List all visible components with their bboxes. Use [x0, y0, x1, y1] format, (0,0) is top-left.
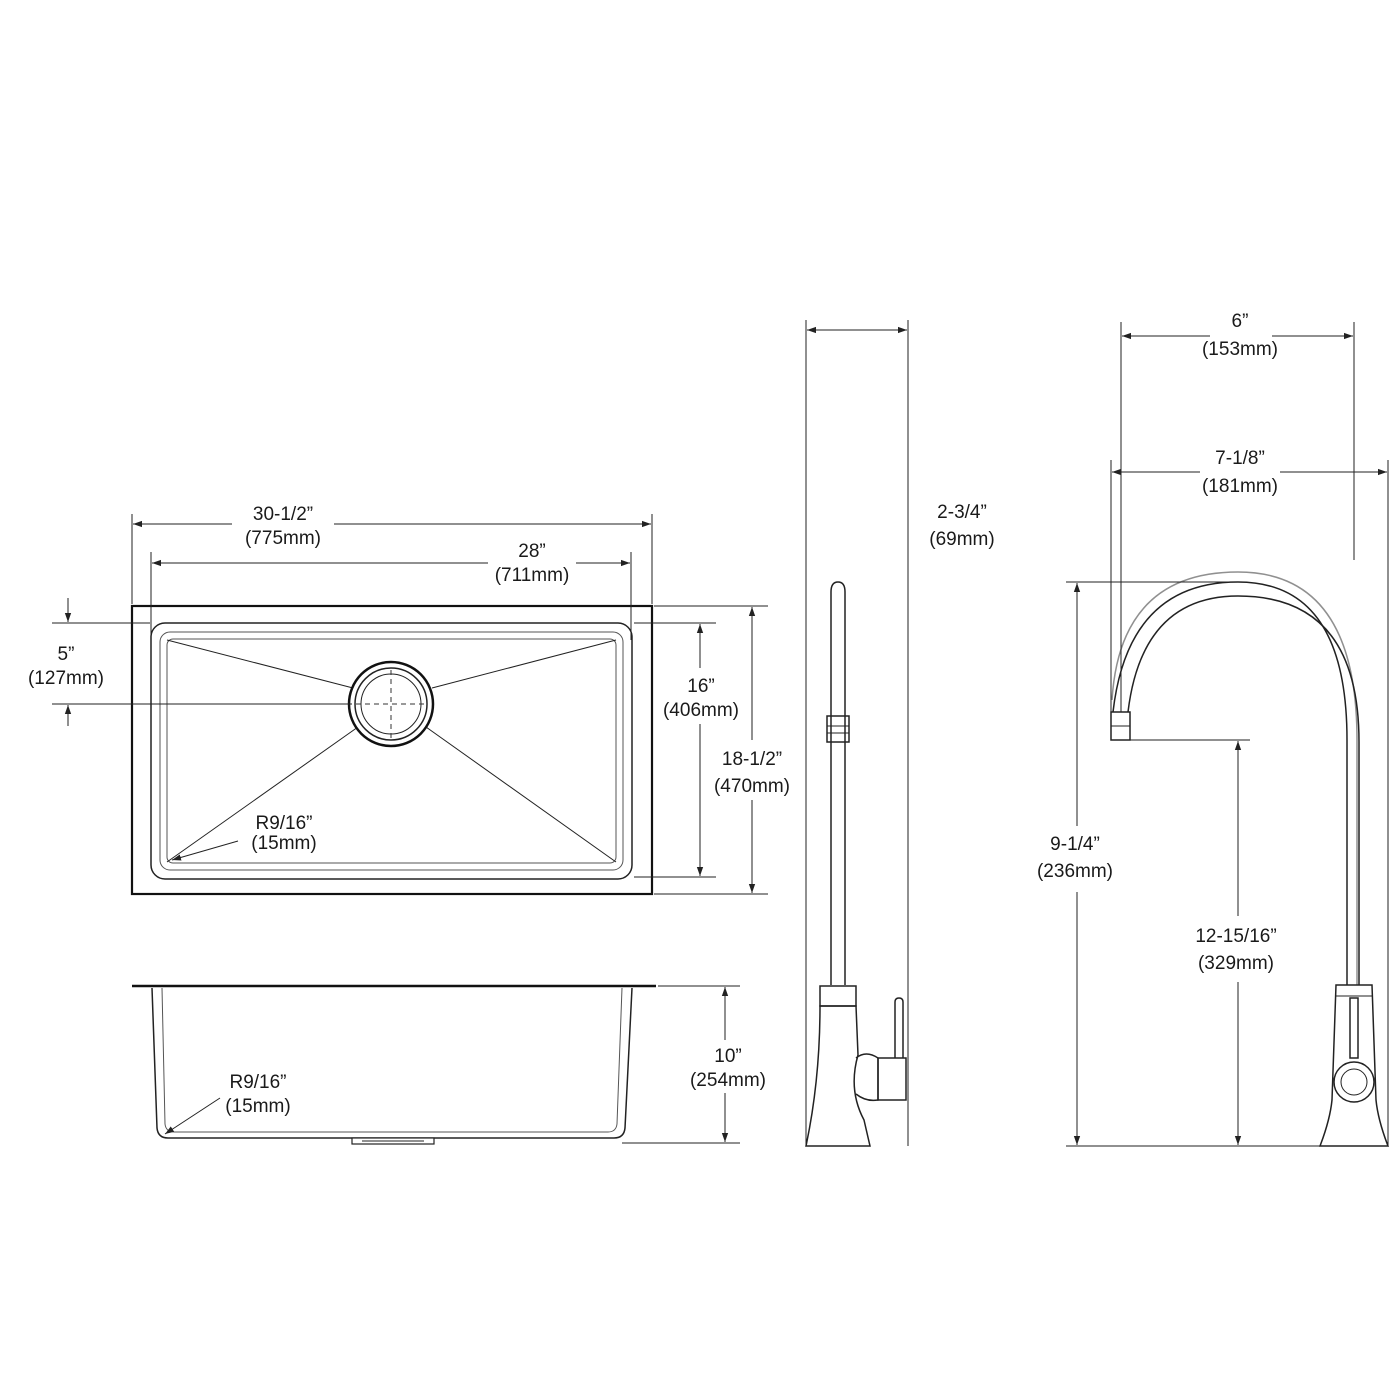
dim-bowl-depth: 16” (406mm) [634, 622, 739, 878]
drain-icon [347, 660, 435, 748]
dim-corner-radius-side-mm: (15mm) [225, 1096, 290, 1117]
dim-faucet-overall-height: 9-1/4” (236mm) [1037, 581, 1320, 1147]
dim-bowl-depth-in: 16” [687, 676, 714, 697]
dim-faucet-overall-height-in: 9-1/4” [1050, 834, 1100, 855]
dim-drain-offset-in: 5” [58, 644, 75, 665]
dim-overall-depth-in: 18-1/2” [722, 749, 782, 770]
faucet-front-view: 7-1/8” (181mm) 6” (153mm) 9-1/4” (236mm) [1037, 311, 1390, 1147]
faucet-front-gooseneck-outer [1112, 581, 1348, 985]
dim-faucet-overall-reach: 7-1/8” (181mm) [1110, 448, 1389, 1146]
dim-bowl-height-in: 10” [714, 1046, 741, 1067]
dim-overall-width-in: 30-1/2” [253, 504, 313, 525]
faucet-front-gooseneck-inner [1127, 595, 1360, 985]
faucet-front-handle-icon [1333, 1061, 1375, 1103]
dim-bowl-width: 28” (711mm) [150, 541, 632, 640]
sink-outer-rim [130, 604, 654, 896]
dim-corner-radius-top-in: R9/16” [255, 813, 312, 834]
dim-bowl-width-in: 28” [518, 541, 545, 562]
dim-faucet-spout-height-mm: (329mm) [1198, 953, 1274, 974]
faucet-side-view: 2-3/4” (69mm) [805, 320, 995, 1147]
dim-faucet-overall-reach-in: 7-1/8” [1215, 448, 1265, 469]
faucet-side-body [805, 1005, 871, 1147]
faucet-side-stem [830, 581, 846, 985]
faucet-side-collar [826, 715, 850, 743]
sink-bowl-floor [166, 638, 617, 864]
faucet-front-lever [1349, 997, 1359, 1059]
dim-faucet-spout-reach: 6” (153mm) [1120, 311, 1355, 712]
faucet-side-body-top [819, 985, 857, 1007]
sink-bowl-outline [150, 622, 633, 880]
dim-faucet-base-depth-mm: (69mm) [929, 529, 994, 550]
sink-side-bowl-outline [151, 987, 633, 1139]
dim-overall-width: 30-1/2” (775mm) [131, 504, 653, 604]
sink-bowl-inner-outline [159, 631, 624, 871]
dim-bowl-width-mm: (711mm) [495, 565, 570, 586]
dim-faucet-overall-height-mm: (236mm) [1037, 861, 1113, 882]
faucet-side-lever [894, 997, 904, 1058]
dim-bowl-height-mm: (254mm) [690, 1070, 766, 1091]
dim-faucet-spout-height: 12-15/16” (329mm) [1130, 739, 1277, 1145]
dim-overall-depth-mm: (470mm) [714, 776, 790, 797]
dim-faucet-spout-height-in: 12-15/16” [1195, 926, 1276, 947]
dim-faucet-base-depth: 2-3/4” (69mm) [805, 320, 995, 1146]
dim-corner-radius-side-in: R9/16” [229, 1072, 286, 1093]
dim-corner-radius-top-mm: (15mm) [251, 833, 316, 854]
dim-corner-radius-top: R9/16” (15mm) [171, 813, 317, 861]
dim-faucet-base-depth-in: 2-3/4” [937, 502, 987, 523]
dim-overall-width-mm: (775mm) [245, 528, 321, 549]
dim-faucet-spout-reach-in: 6” [1232, 311, 1249, 332]
sink-side-view: 10” (254mm) R9/16” (15mm) [132, 984, 766, 1145]
dim-faucet-overall-reach-mm: (181mm) [1202, 476, 1278, 497]
faucet-side-handle [877, 1057, 907, 1101]
dim-bowl-depth-mm: (406mm) [663, 700, 739, 721]
dim-drain-offset-mm: (127mm) [28, 668, 104, 689]
sink-top-view: 30-1/2” (775mm) 28” (711mm) 5” (127mm) [28, 504, 790, 896]
dim-faucet-spout-reach-mm: (153mm) [1202, 339, 1278, 360]
faucet-side-handle-hub [855, 1053, 879, 1102]
dim-bowl-height: 10” (254mm) [622, 985, 766, 1144]
dim-overall-depth: 18-1/2” (470mm) [654, 605, 790, 895]
sink-slope-lines [166, 639, 617, 863]
dim-corner-radius-side: R9/16” (15mm) [164, 1072, 291, 1135]
dim-drain-offset: 5” (127mm) [28, 598, 352, 726]
